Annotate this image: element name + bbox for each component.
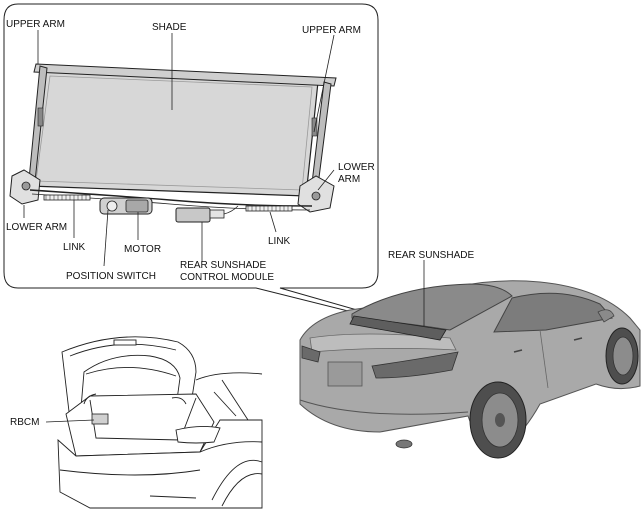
label-link-left: LINK bbox=[63, 242, 86, 253]
trunk-opening bbox=[65, 393, 215, 457]
front-wheel bbox=[605, 327, 639, 385]
rear-sunshade-highlight bbox=[349, 315, 447, 341]
base-rail bbox=[29, 189, 313, 207]
shade-panel bbox=[29, 69, 319, 197]
label-rear-sunshade: REAR SUNSHADE bbox=[388, 250, 474, 261]
label-control-module-line1: REAR SUNSHADE bbox=[180, 260, 266, 271]
sunshade-assembly bbox=[9, 63, 337, 223]
control-module bbox=[175, 205, 239, 223]
rear-wheel bbox=[469, 381, 527, 459]
tail-lamp-right bbox=[371, 351, 459, 379]
label-lower-arm-right-line1: LOWER bbox=[338, 162, 375, 173]
motor bbox=[99, 197, 153, 215]
label-position-switch: POSITION SWITCH bbox=[66, 271, 156, 282]
label-motor: MOTOR bbox=[124, 244, 161, 255]
left-link bbox=[43, 194, 91, 201]
side-windows bbox=[493, 292, 613, 333]
right-link bbox=[245, 205, 293, 212]
label-control-module-line2: CONTROL MODULE bbox=[180, 272, 274, 283]
license-plate-recess bbox=[327, 361, 363, 387]
label-shade: SHADE bbox=[152, 22, 187, 33]
rbcm-module bbox=[91, 413, 109, 425]
trunk-open-view bbox=[57, 336, 263, 509]
label-rbcm: RBCM bbox=[10, 417, 39, 428]
label-lower-arm-left: LOWER ARM bbox=[6, 222, 67, 233]
car-rear-view bbox=[299, 280, 641, 459]
assembly-leaders bbox=[23, 30, 335, 267]
exhaust-tip bbox=[395, 439, 413, 449]
tail-lamp-left bbox=[301, 345, 321, 363]
label-upper-arm-left: UPPER ARM bbox=[6, 19, 65, 30]
label-upper-arm-right: UPPER ARM bbox=[302, 25, 361, 36]
label-link-right: LINK bbox=[268, 236, 291, 247]
label-lower-arm-right-line2: ARM bbox=[338, 174, 360, 185]
top-rail bbox=[33, 63, 337, 87]
